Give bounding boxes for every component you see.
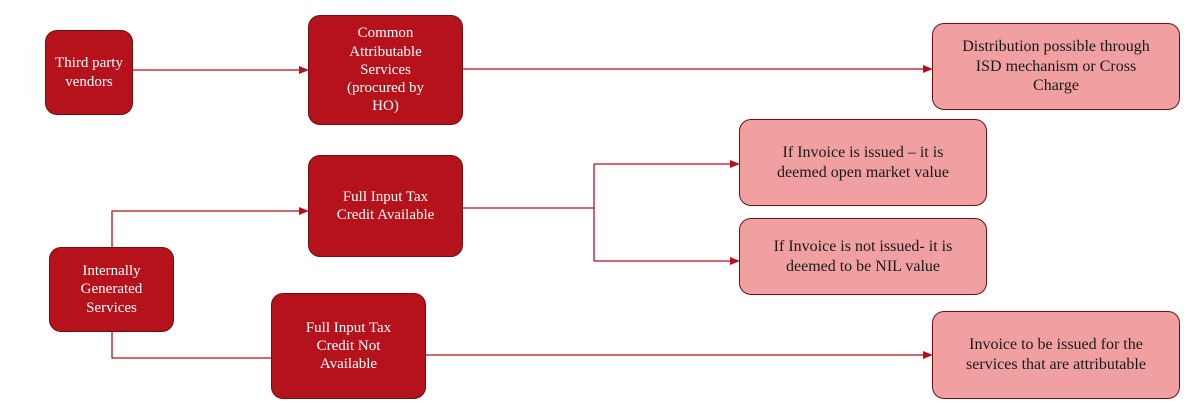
node-invoice-not-issued: If Invoice is not issued- it is deemed t… [739, 218, 987, 295]
connector-internal-to-itc-available [111, 210, 300, 247]
connector-internal-to-itc-not-available [111, 332, 272, 359]
arrowhead [730, 160, 740, 168]
node-invoice-to-be-issued: Invoice to be issued for the services th… [932, 311, 1180, 399]
arrowhead [299, 66, 309, 74]
arrowhead [923, 351, 933, 359]
node-invoice-issued: If Invoice is issued – it is deemed open… [739, 119, 987, 206]
node-full-itc-available: Full Input Tax Credit Available [308, 155, 463, 257]
node-internally-generated-services: Internally Generated Services [49, 247, 174, 332]
node-distribution-possible: Distribution possible through ISD mechan… [932, 23, 1180, 110]
node-third-party-vendors: Third party vendors [45, 30, 133, 115]
arrowhead [299, 207, 309, 215]
node-full-itc-not-available: Full Input Tax Credit Not Available [271, 293, 426, 399]
arrowhead [923, 65, 933, 73]
arrowhead [730, 257, 740, 265]
node-common-attributable-services: Common Attributable Services (procured b… [308, 15, 463, 125]
